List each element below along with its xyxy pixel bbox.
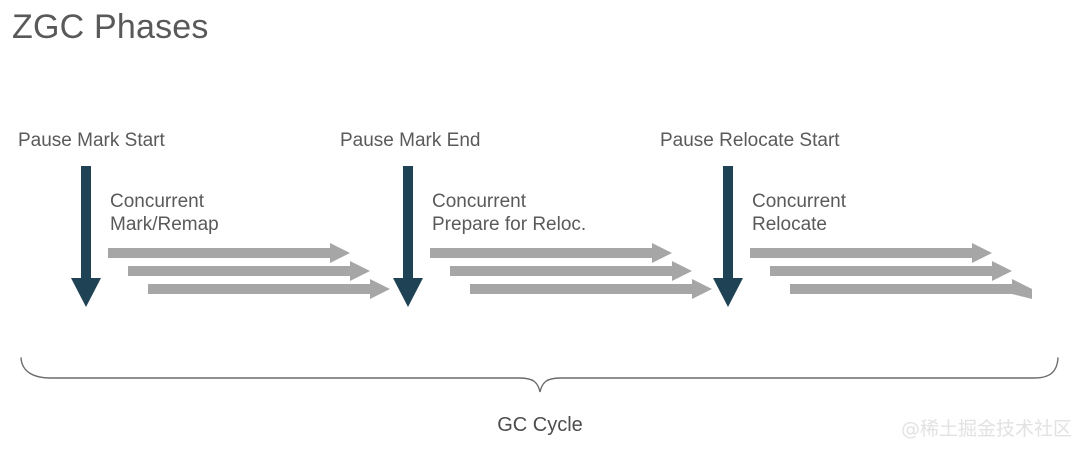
concurrent-label-3: Concurrent Relocate — [752, 190, 846, 236]
concurrent-label-2-line1: Concurrent — [432, 191, 526, 212]
concurrent-arrow-1-2 — [128, 261, 370, 281]
concurrent-arrow-2-2 — [450, 261, 692, 281]
pause-label-1: Pause Mark Start — [18, 130, 165, 151]
concurrent-arrow-3-2 — [770, 261, 1012, 281]
page-title: ZGC Phases — [12, 8, 209, 46]
concurrent-label-2-line2: Prepare for Reloc. — [432, 214, 587, 235]
pause-label-3: Pause Relocate Start — [660, 130, 840, 151]
pause-arrow-1 — [68, 166, 104, 310]
concurrent-label-2: Concurrent Prepare for Reloc. — [432, 190, 586, 236]
concurrent-label-3-line1: Concurrent — [752, 191, 846, 212]
gc-cycle-label: GC Cycle — [497, 414, 583, 436]
concurrent-label-1-line2: Mark/Remap — [110, 214, 219, 235]
pause-arrow-2 — [390, 166, 426, 310]
concurrent-arrow-2-3 — [470, 279, 712, 299]
gc-cycle-brace — [0, 340, 1080, 400]
concurrent-label-1-line1: Concurrent — [110, 191, 204, 212]
concurrent-arrow-3-1 — [750, 243, 992, 263]
pause-label-2: Pause Mark End — [340, 130, 481, 151]
concurrent-label-1: Concurrent Mark/Remap — [110, 190, 219, 236]
phase-group-2: Pause Mark End Concurrent Prepare for Re… — [322, 0, 712, 451]
concurrent-label-3-line2: Relocate — [752, 214, 827, 235]
watermark: @稀土掘金技术社区 — [900, 418, 1072, 440]
concurrent-arrow-1-3 — [148, 279, 390, 299]
pause-arrow-3 — [710, 166, 746, 310]
concurrent-arrow-2-1 — [430, 243, 672, 263]
phase-group-3: Pause Relocate Start Concurrent Relocate — [642, 0, 1032, 451]
phase-group-1: Pause Mark Start Concurrent Mark/Remap — [0, 0, 390, 451]
concurrent-arrow-3-3 — [790, 279, 1032, 299]
concurrent-arrow-1-1 — [108, 243, 350, 263]
